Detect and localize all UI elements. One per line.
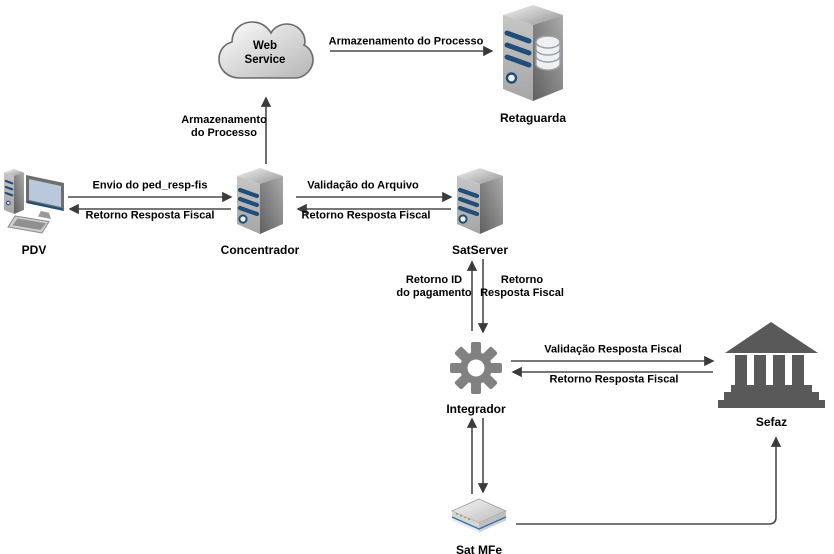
node-concentrador-label: Concentrador <box>220 243 300 257</box>
server-icon <box>230 166 290 241</box>
edge-label-retorno-resposta-sefaz: Retorno Resposta Fiscal <box>549 373 679 386</box>
edge-label-armazenamento-vertical: Armazenamento do Processo <box>181 114 267 139</box>
node-integrador: Integrador <box>446 341 506 416</box>
node-integrador-label: Integrador <box>446 402 506 416</box>
gear-icon <box>447 341 505 400</box>
edge-label-validacao-arquivo: Validação do Arquivo <box>307 179 419 192</box>
government-building-icon <box>718 322 825 413</box>
node-satserver: SatServer <box>450 166 510 257</box>
edge-label-retorno-resposta-vertical: Retorno Resposta Fiscal <box>480 274 564 299</box>
arrow-satmfe-to-sefaz <box>516 436 782 525</box>
node-concentrador: Concentrador <box>221 166 299 257</box>
edge-label-envio-ped-resp-fis: Envio do ped_resp-fis <box>92 179 208 192</box>
edge-label-retorno-resposta-pdv: Retorno Resposta Fiscal <box>85 209 215 222</box>
node-sefaz-label: Sefaz <box>755 415 788 429</box>
node-web-service: Web Service <box>215 16 315 89</box>
node-sat-mfe: Sat MFe <box>450 498 508 554</box>
node-satserver-label: SatServer <box>451 243 509 257</box>
edge-label-retorno-id-pagamento: Retorno ID do pagamento <box>396 274 472 299</box>
node-web-service-label: Web Service <box>244 39 286 66</box>
node-retaguarda-label: Retaguarda <box>499 111 567 125</box>
node-sefaz: Sefaz <box>718 322 825 429</box>
database-cylinder <box>535 35 561 71</box>
node-pdv-label: PDV <box>21 243 47 257</box>
server-icon <box>450 166 510 241</box>
edge-label-armazenamento-horizontal: Armazenamento do Processo <box>328 35 484 48</box>
edge-label-retorno-resposta-sat: Retorno Resposta Fiscal <box>301 209 431 222</box>
database-server-icon <box>495 2 571 109</box>
desktop-computer-icon <box>2 166 66 241</box>
node-retaguarda: Retaguarda <box>495 2 571 125</box>
node-pdv: PDV <box>2 166 66 257</box>
node-sat-mfe-label: Sat MFe <box>455 543 502 554</box>
edge-label-validacao-resposta-fiscal: Validação Resposta Fiscal <box>544 343 682 356</box>
device-box-icon <box>450 498 508 541</box>
